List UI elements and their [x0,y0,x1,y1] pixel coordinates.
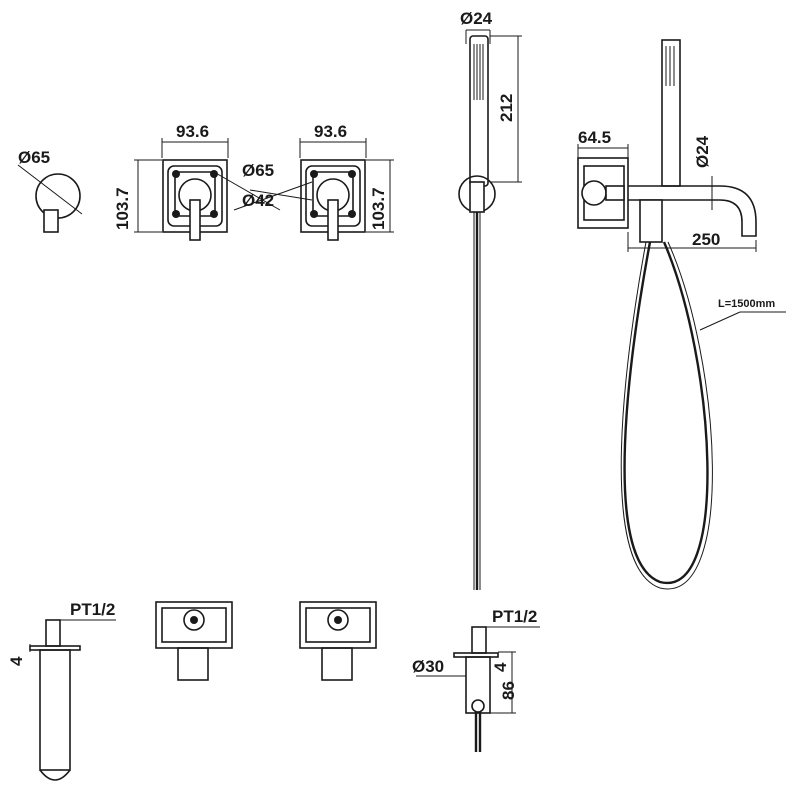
spout-thread-label: PT1/2 [70,600,115,619]
left-valve-width-label: 93.6 [176,122,209,141]
wall-outlet-view: PT1/2 Ø30 4 86 [412,607,540,752]
right-valve-body [299,601,377,681]
right-valve-width-label: 93.6 [314,122,347,141]
left-valve-front-view: 93.6 103.7 [113,122,281,241]
spout-reach-label: 250 [692,230,720,249]
handshower-view: Ø24 212 [458,9,522,590]
mixer-side-view: 64.5 Ø24 250 L=1500mm [577,39,786,590]
spout-side-view: PT1/2 4 [7,600,116,781]
outlet-flange-thk-label: 4 [491,662,510,672]
spout-dia-label: Ø24 [693,135,712,168]
spout-flange-dia-label: Ø65 [18,148,50,167]
left-valve-height-label: 103.7 [113,187,132,230]
outlet-length-label: 86 [499,681,518,700]
mixer-depth-label: 64.5 [578,128,611,147]
left-valve-body [155,601,233,681]
outlet-dia-label: Ø30 [412,657,444,676]
right-valve-height-label: 103.7 [369,187,388,230]
handshower-dia-label: Ø24 [460,9,493,28]
spout-flange-view: Ø65 [17,148,83,233]
escutcheon-dia-label: Ø65 [242,161,274,180]
escutcheon-inner-dia-label: Ø42 [242,191,274,210]
right-valve-front-view: 93.6 103.7 [233,122,394,241]
spout-flange-thk-label: 4 [7,656,26,666]
outlet-thread-label: PT1/2 [492,607,537,626]
handshower-length-label: 212 [497,94,516,122]
hose-length-label: L=1500mm [718,298,775,310]
